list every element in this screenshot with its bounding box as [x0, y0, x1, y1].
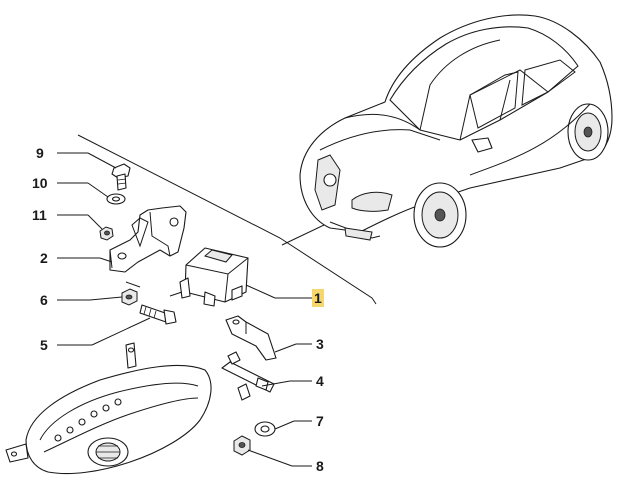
callout-11: 11	[32, 207, 47, 223]
part-8-nut	[233, 435, 251, 456]
callout-labels: 9 10 11 2 6 5 1 3 4 7 8	[32, 145, 324, 474]
part-1-sensor-module	[179, 247, 249, 307]
part-2-bracket	[109, 205, 187, 273]
leader-8	[247, 449, 293, 467]
headlamp-assembly	[5, 342, 212, 475]
part-3-small-bracket	[225, 315, 277, 361]
callout-1: 1	[314, 290, 322, 306]
callout-5: 5	[40, 337, 48, 353]
callout-10: 10	[32, 175, 48, 191]
leader-lines	[57, 152, 312, 467]
callout-1-highlight	[312, 289, 324, 307]
leader-1-extra	[169, 291, 183, 297]
part-10-washer	[106, 193, 126, 205]
leader-2b	[99, 257, 113, 263]
callout-2: 2	[40, 250, 48, 266]
part-7-washer	[254, 421, 276, 437]
part-6-nut	[121, 288, 138, 306]
callout-8: 8	[316, 458, 324, 474]
part-4-rod	[221, 351, 275, 401]
leader-5b	[91, 317, 151, 346]
leader-5-extra	[125, 281, 141, 288]
callout-7: 7	[316, 413, 324, 429]
leader-3	[274, 343, 297, 353]
leader-4	[261, 380, 291, 387]
leader-11b	[87, 214, 103, 230]
callout-4: 4	[316, 373, 324, 389]
car-illustration	[299, 14, 613, 248]
callout-3: 3	[316, 336, 324, 352]
part-11-nut	[99, 226, 114, 241]
leader-10b	[87, 182, 109, 198]
part-9-bolt	[111, 163, 131, 191]
callout-9: 9	[36, 145, 44, 161]
callout-6: 6	[40, 292, 48, 308]
leader-7	[274, 420, 295, 430]
leader-1	[245, 284, 276, 299]
leader-9b	[87, 152, 117, 169]
part-5-bolt	[139, 304, 177, 325]
leader-6b	[89, 296, 123, 301]
